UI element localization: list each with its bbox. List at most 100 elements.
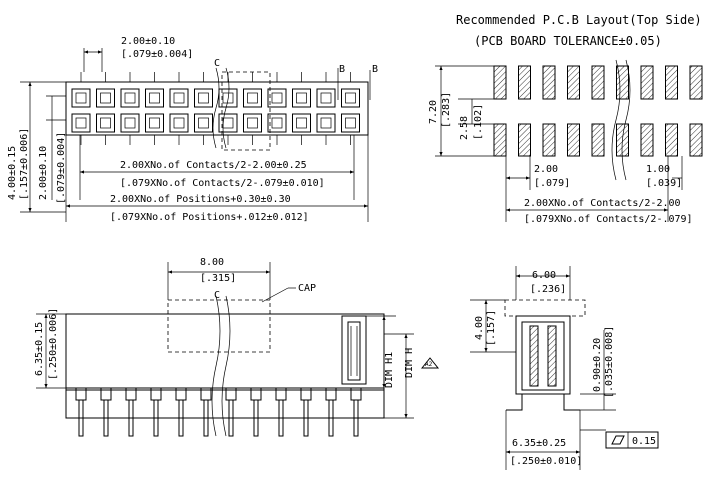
pin-socket-inner [345,117,356,129]
front-pin-tail [78,399,84,437]
positions-dim-inch-label: [.079XNo.of Positions+.012±0.012] [110,212,309,223]
side-foot-length-label: 6.35±0.25 [512,438,566,449]
side-cap-outline [504,299,586,317]
width-overall-inch-label: [.157±0.006] [19,128,30,200]
pin-socket [243,113,262,133]
pcb-pad-width-inch-label: [.039] [646,178,682,189]
pcb-pad [640,123,654,157]
pin-socket [316,88,336,108]
pin-socket-inner [296,117,307,129]
cap-outline-top [221,71,271,151]
pcb-pad-grid [493,65,703,157]
pin-socket-inner [100,117,111,129]
break-line [222,67,230,149]
side-cavity [521,321,565,391]
side-slot-inner [347,321,361,381]
side-pin-length-label: 0.90±0.20 [592,338,603,392]
pin-socket-inner [271,117,283,129]
section-mark-b1: B [339,64,345,75]
front-height-label: 6.35±0.15 [34,322,45,376]
revision-note: A2 [425,361,433,368]
pin-socket [267,88,287,108]
front-pin-tail [303,399,309,437]
pin-socket [71,113,91,133]
side-cap-height-inch-label: [.157] [486,310,497,346]
dim-h1-label: DIM H1 [384,352,395,388]
front-view: 8.00 [.315] C CAP 6.35±0.15 [.250±0.006]… [34,257,440,437]
pin-socket-inner [149,92,160,104]
pin-socket [316,113,336,133]
pitch-inch-label: [.079±0.004] [121,49,193,60]
positions-dim-label: 2.00XNo.of Positions+0.30±0.30 [110,194,291,205]
pcb-pad [665,123,678,157]
pin-socket [169,88,189,108]
pcb-pad-width-label: 1.00 [646,164,670,175]
front-centerline-mark: C [214,290,220,301]
pin-socket [292,113,311,133]
pin-socket [96,113,115,133]
pcb-pitch-label: 2.00 [534,164,558,175]
pcb-pad [542,123,556,157]
break-line [212,67,220,149]
front-pin-tail [253,399,259,437]
pin-socket-inner [222,92,234,104]
pin-socket [71,88,91,108]
side-foot-right [563,394,580,411]
pcb-span-inch-label: [.079XNo.of Contacts/2-.079] [524,214,693,225]
dim-h-label: DIM H [404,348,415,378]
centerline-mark: C [214,58,220,69]
pin-socket-inner [75,117,87,129]
break-line [211,295,221,437]
coplanarity-frame [605,431,659,449]
pin-socket-inner [320,117,332,129]
front-pin-tail [353,399,359,437]
pin-socket-inner [271,92,283,104]
pin-socket-inner [149,117,160,129]
pcb-height-inch-label: [.283] [441,92,452,128]
contacts-dim-inch-label: [.079XNo.of Contacts/2-.079±0.010] [120,178,325,189]
side-view: 6.00 [.236] 4.00 [.157] 0.90±0.20 [.035±… [470,266,659,470]
front-pin-tail [128,399,134,437]
cap-callout: CAP [298,283,316,294]
cap-outline-front [167,299,271,353]
pin-socket [145,113,164,133]
row-pitch-label: 2.00±0.10 [38,146,49,200]
pin-socket-inner [124,92,136,104]
pin-socket-inner [345,92,356,104]
pin-socket [267,113,287,133]
cap-width-inch-label: [.315] [200,273,236,284]
pin-socket-inner [320,92,332,104]
contacts-dim-label: 2.00XNo.of Contacts/2-2.00±0.25 [120,160,307,171]
pin-socket [194,113,213,133]
pcb-pad [689,123,703,157]
revision-triangle-icon [420,357,440,369]
front-view-base [65,387,385,419]
pitch-label: 2.00±0.10 [121,36,175,47]
top-view-body [65,81,369,136]
cap-width-label: 8.00 [200,257,224,268]
top-view: 2.00±0.10 [.079±0.004] C B B 4.00±0.15 [… [7,36,378,223]
side-width-label: 6.00 [532,270,556,281]
front-pin-tail [328,399,334,437]
side-contact-1 [529,325,539,387]
pcb-pad [567,123,580,157]
side-slot-outline [341,315,367,385]
pcb-pad [616,65,629,100]
pin-socket-inner [247,117,258,129]
side-width-inch-label: [.236] [530,284,566,295]
break-line [221,295,231,437]
break-line [621,59,631,181]
pcb-pad [689,65,703,100]
pin-socket [218,88,238,108]
section-mark-b2: B [372,64,378,75]
pin-socket [120,88,140,108]
front-pin-tail [278,399,284,437]
front-view-pins [75,387,362,437]
row-pitch-inch-label: [.079±0.004] [56,132,67,204]
pin-socket-inner [198,117,209,129]
pin-socket-inner [198,92,209,104]
side-foot-length-inch-label: [.250±0.010] [510,456,582,467]
flatness-icon [611,435,625,445]
pcb-layout-view: Recommended P.C.B Layout(Top Side) (PCB … [428,13,703,225]
